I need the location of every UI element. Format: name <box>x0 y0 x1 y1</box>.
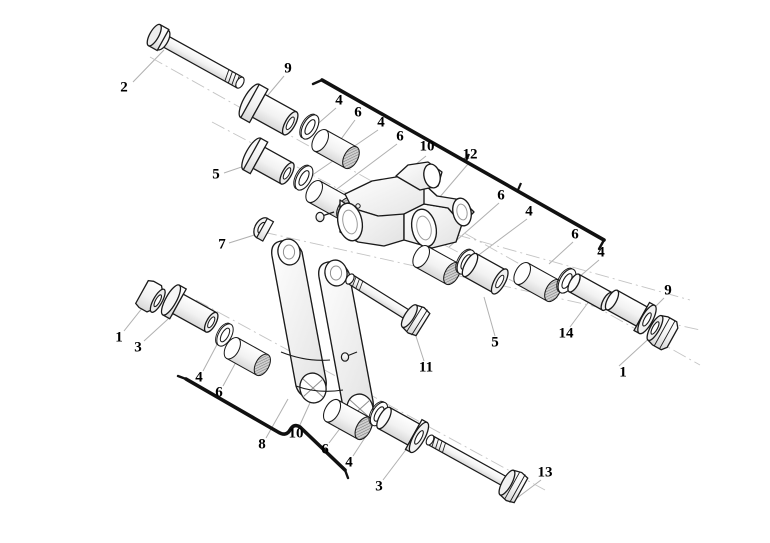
callout-4-f: 4 <box>345 454 353 471</box>
callout-4-a: 4 <box>335 92 343 109</box>
flange-nut-left <box>134 279 166 313</box>
upper-assembly-bracket <box>311 78 606 251</box>
callout-7: 7 <box>218 236 226 253</box>
callout-5-bottom: 5 <box>491 334 499 351</box>
spacer-sleeve-top <box>238 83 299 136</box>
collar-bushing-top <box>241 137 295 185</box>
flange-nut-right <box>646 314 679 351</box>
long-flange-bolt-bottom <box>425 434 529 504</box>
callout-10-bottom: 10 <box>288 425 304 442</box>
callout-6-f: 6 <box>321 441 329 458</box>
bell-crank-body <box>336 161 475 249</box>
short-spacer-bottom <box>376 406 430 454</box>
callout-4-b: 4 <box>377 114 385 131</box>
spacer-sleeve-right <box>604 289 657 335</box>
callout-10-top: 10 <box>419 138 435 155</box>
callout-5-top: 5 <box>212 166 220 183</box>
callout-6-a: 6 <box>354 104 362 121</box>
needle-bearing-e <box>220 334 275 379</box>
long-flange-bolt-top <box>146 23 245 89</box>
callout-4-e: 4 <box>195 369 203 386</box>
lower-assembly-bracket <box>176 374 350 480</box>
callout-8: 8 <box>258 436 266 453</box>
callout-14: 14 <box>558 325 574 342</box>
needle-bearing-d <box>509 259 566 305</box>
callout-9-top: 9 <box>284 60 292 77</box>
grease-nipple-rod <box>340 351 358 362</box>
collar-bushing-bottom <box>461 252 509 295</box>
mid-flange-bolt <box>345 273 431 337</box>
callout-11: 11 <box>418 359 434 376</box>
callout-3-bottom: 3 <box>375 478 383 495</box>
callout-4-c: 4 <box>525 203 533 220</box>
callout-6-b: 6 <box>396 128 404 145</box>
callout-6-d: 6 <box>571 226 579 243</box>
connecting-rod-pair <box>271 238 374 425</box>
callout-6-c: 6 <box>497 187 505 204</box>
callout-1-left: 1 <box>115 329 123 346</box>
callout-3-left: 3 <box>134 339 142 356</box>
callout-4-d: 4 <box>597 244 605 261</box>
grease-nipple-bellcrank <box>315 211 335 223</box>
callout-6-e: 6 <box>215 384 223 401</box>
needle-bearing-a <box>307 126 364 172</box>
callout-9-right: 9 <box>664 282 672 299</box>
short-spacer-left <box>160 284 219 333</box>
pivot-bushing-small <box>253 217 275 242</box>
callout-2: 2 <box>120 79 128 96</box>
callout-13: 13 <box>537 464 553 481</box>
callout-1-right: 1 <box>619 364 627 381</box>
callout-12: 12 <box>462 146 478 163</box>
